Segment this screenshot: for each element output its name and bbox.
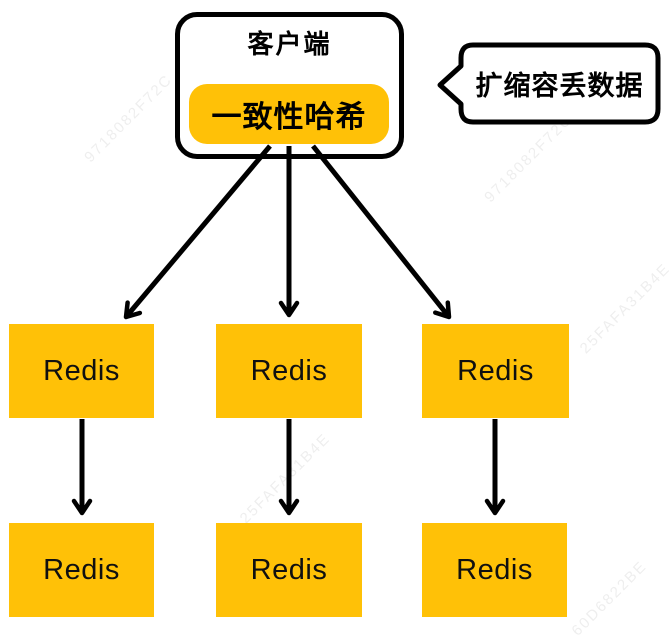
watermark-text: 9718082F72C xyxy=(481,111,576,206)
client-node-label: 客户端 xyxy=(247,29,332,59)
redis-node-bottom-1: Redis xyxy=(9,523,154,617)
watermark-text: 25FAFA31B4E xyxy=(576,259,670,358)
arrow-client-to-redis-left xyxy=(123,144,272,320)
redis-node-bottom-2: Redis xyxy=(216,523,362,617)
redis-node-top-1: Redis xyxy=(9,324,154,418)
watermark-text: 25FAFA31B4E xyxy=(236,429,334,528)
arrow-client-to-redis-right xyxy=(311,144,452,320)
redis-node-bottom-3: Redis xyxy=(422,523,567,617)
watermark-text: 9718082F72C xyxy=(81,71,176,166)
watermark-text: 60D6822BE xyxy=(568,557,651,639)
consistent-hash-node: 一致性哈希 xyxy=(189,84,389,144)
callout-label: 扩缩容丢数据 xyxy=(475,71,644,101)
redis-node-top-3: Redis xyxy=(422,324,569,418)
redis-node-top-2: Redis xyxy=(216,324,362,418)
